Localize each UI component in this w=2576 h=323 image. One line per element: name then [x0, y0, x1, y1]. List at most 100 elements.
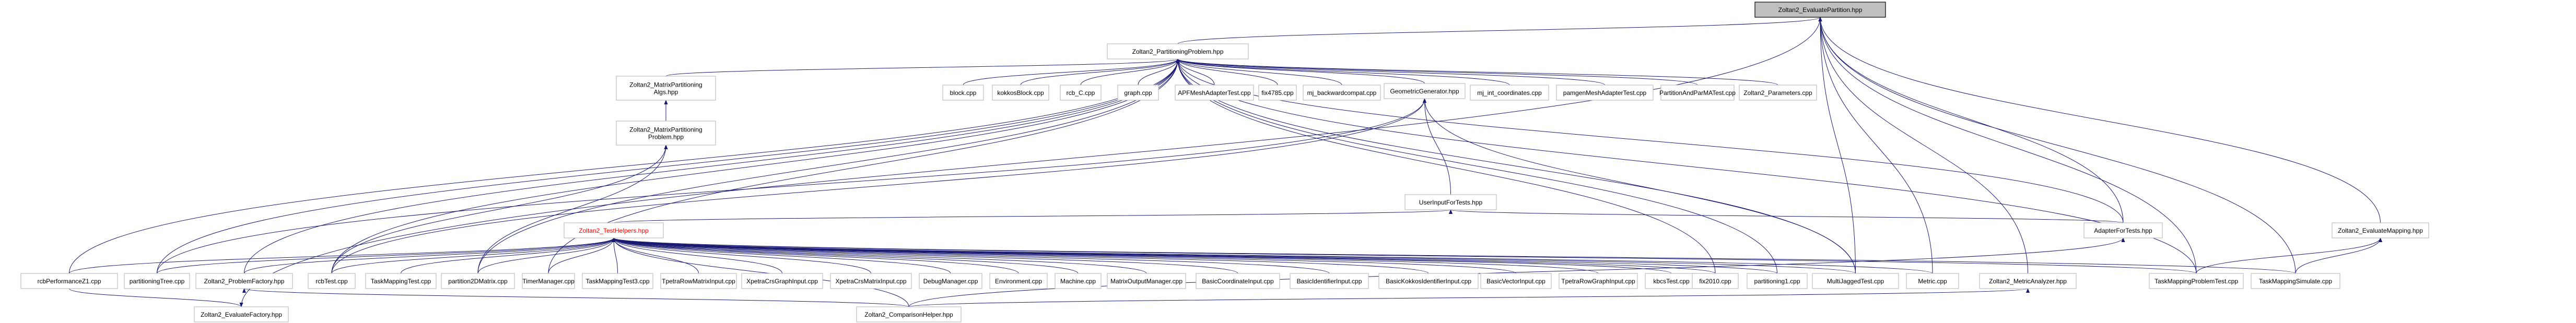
graph-node[interactable]: DebugManager.cpp	[919, 273, 982, 289]
node-box[interactable]	[1812, 273, 1899, 289]
node-box[interactable]	[522, 273, 575, 289]
graph-node[interactable]: APFMeshAdapterTest.cpp	[1175, 85, 1254, 101]
node-box[interactable]	[1055, 273, 1102, 289]
graph-node[interactable]: MatrixOutputManager.cpp	[1107, 273, 1186, 289]
graph-node[interactable]: partition2DMatrix.cpp	[441, 273, 515, 289]
graph-node[interactable]: TaskMappingSimulate.cpp	[2251, 273, 2340, 289]
node-box[interactable]	[2149, 273, 2244, 289]
node-box[interactable]	[1559, 273, 1638, 289]
graph-node[interactable]: fix2010.cpp	[1692, 273, 1739, 289]
node-box[interactable]	[741, 273, 823, 289]
node-box[interactable]	[942, 85, 984, 101]
node-box[interactable]	[20, 273, 118, 289]
graph-node[interactable]: mj_backwardcompat.cpp	[1303, 85, 1381, 101]
node-box[interactable]	[1404, 194, 1497, 210]
graph-node[interactable]: Zoltan2_EvaluateMapping.hpp	[2332, 222, 2429, 238]
node-box[interactable]	[1107, 273, 1186, 289]
graph-node[interactable]: pamgenMeshAdapterTest.cpp	[1556, 85, 1654, 101]
graph-node[interactable]: XpetraCrsMatrixInput.cpp	[830, 273, 912, 289]
node-box[interactable]	[992, 85, 1049, 101]
graph-node[interactable]: TaskMappingTest3.cpp	[582, 273, 653, 289]
graph-node[interactable]: kokkosBlock.cpp	[992, 85, 1049, 101]
node-box[interactable]	[195, 273, 293, 289]
node-box[interactable]	[1739, 85, 1817, 101]
graph-node[interactable]: UserInputForTests.hpp	[1404, 194, 1497, 210]
graph-node[interactable]: BasicIdentifierInput.cpp	[1290, 273, 1369, 289]
node-box[interactable]	[830, 273, 912, 289]
node-box[interactable]	[1303, 85, 1381, 101]
graph-node[interactable]: TimerManager.cpp	[522, 273, 575, 289]
node-box[interactable]	[919, 273, 982, 289]
node-box[interactable]	[2083, 222, 2163, 238]
graph-node[interactable]: block.cpp	[942, 85, 984, 101]
graph-node[interactable]: TpetraRowGraphInput.cpp	[1559, 273, 1638, 289]
node-box[interactable]	[1060, 85, 1102, 101]
node-box[interactable]	[1660, 85, 1735, 101]
node-box[interactable]	[1378, 273, 1479, 289]
graph-node[interactable]: BasicCoordinateInput.cpp	[1196, 273, 1280, 289]
graph-node[interactable]: fix4785.cpp	[1258, 85, 1297, 101]
node-box[interactable]	[1645, 273, 1698, 289]
graph-node[interactable]: Zoltan2_TestHelpers.hpp	[564, 222, 664, 238]
node-box[interactable]	[660, 273, 737, 289]
node-box[interactable]	[1747, 273, 1808, 289]
node-box[interactable]	[1196, 273, 1280, 289]
node-box[interactable]	[1692, 273, 1739, 289]
graph-node[interactable]: rcbTest.cpp	[308, 273, 356, 289]
node-box[interactable]	[582, 273, 653, 289]
node-box[interactable]	[441, 273, 515, 289]
graph-node[interactable]: Zoltan2_Parameters.cpp	[1739, 85, 1817, 101]
graph-node[interactable]: Zoltan2_ComparisonHelper.hpp	[856, 306, 962, 322]
node-box[interactable]	[1906, 273, 1959, 289]
node-box[interactable]	[1384, 83, 1466, 99]
node-box[interactable]	[308, 273, 356, 289]
graph-node[interactable]: Zoltan2_PartitioningProblem.hpp	[1107, 43, 1249, 59]
graph-node[interactable]: Environment.cpp	[989, 273, 1048, 289]
graph-node[interactable]: Metric.cpp	[1906, 273, 1959, 289]
graph-node[interactable]: TaskMappingTest.cpp	[365, 273, 437, 289]
node-box[interactable]	[1754, 2, 1886, 18]
node-box[interactable]	[1556, 85, 1654, 101]
node-box[interactable]	[1290, 273, 1369, 289]
node-box[interactable]	[194, 306, 289, 322]
node-box[interactable]	[616, 76, 716, 101]
node-box[interactable]	[1480, 273, 1552, 289]
graph-node[interactable]: BasicVectorInput.cpp	[1480, 273, 1552, 289]
node-box[interactable]	[1175, 85, 1254, 101]
graph-node[interactable]: mj_int_coordinates.cpp	[1470, 85, 1549, 101]
node-box[interactable]	[365, 273, 437, 289]
node-box[interactable]	[856, 306, 962, 322]
graph-node[interactable]: Machine.cpp	[1055, 273, 1102, 289]
graph-node[interactable]: partitioning1.cpp	[1747, 273, 1808, 289]
node-box[interactable]	[124, 273, 190, 289]
graph-node[interactable]: Zoltan2_EvaluatePartition.hpp	[1754, 2, 1886, 18]
graph-node[interactable]: Zoltan2_MetricAnalyzer.hpp	[1979, 273, 2077, 289]
node-box[interactable]	[1117, 85, 1159, 101]
graph-node[interactable]: kbcsTest.cpp	[1645, 273, 1698, 289]
graph-node[interactable]: rcb_C.cpp	[1060, 85, 1102, 101]
node-box[interactable]	[1107, 43, 1249, 59]
graph-node[interactable]: XpetraCrsGraphInput.cpp	[741, 273, 823, 289]
graph-node[interactable]: partitioningTree.cpp	[124, 273, 190, 289]
node-box[interactable]	[1470, 85, 1549, 101]
graph-node[interactable]: Zoltan2_EvaluateFactory.hpp	[194, 306, 289, 322]
graph-node[interactable]: TpetraRowMatrixInput.cpp	[660, 273, 737, 289]
node-box[interactable]	[2251, 273, 2340, 289]
node-box[interactable]	[2332, 222, 2429, 238]
node-box[interactable]	[1979, 273, 2077, 289]
node-box[interactable]	[989, 273, 1048, 289]
node-box[interactable]	[616, 121, 716, 146]
graph-node[interactable]: graph.cpp	[1117, 85, 1159, 101]
graph-node[interactable]: rcbPerformanceZ1.cpp	[20, 273, 118, 289]
graph-node[interactable]: MultiJaggedTest.cpp	[1812, 273, 1899, 289]
graph-node[interactable]: GeometricGenerator.hpp	[1384, 83, 1466, 99]
graph-node[interactable]: BasicKokkosIdentifierInput.cpp	[1378, 273, 1479, 289]
graph-node[interactable]: TaskMappingProblemTest.cpp	[2149, 273, 2244, 289]
graph-node[interactable]: Zoltan2_ProblemFactory.hpp	[195, 273, 293, 289]
node-box[interactable]	[1258, 85, 1297, 101]
node-box[interactable]	[564, 222, 664, 238]
graph-node[interactable]: PartitionAndParMATest.cpp	[1659, 85, 1736, 101]
graph-node[interactable]: AdapterForTests.hpp	[2083, 222, 2163, 238]
